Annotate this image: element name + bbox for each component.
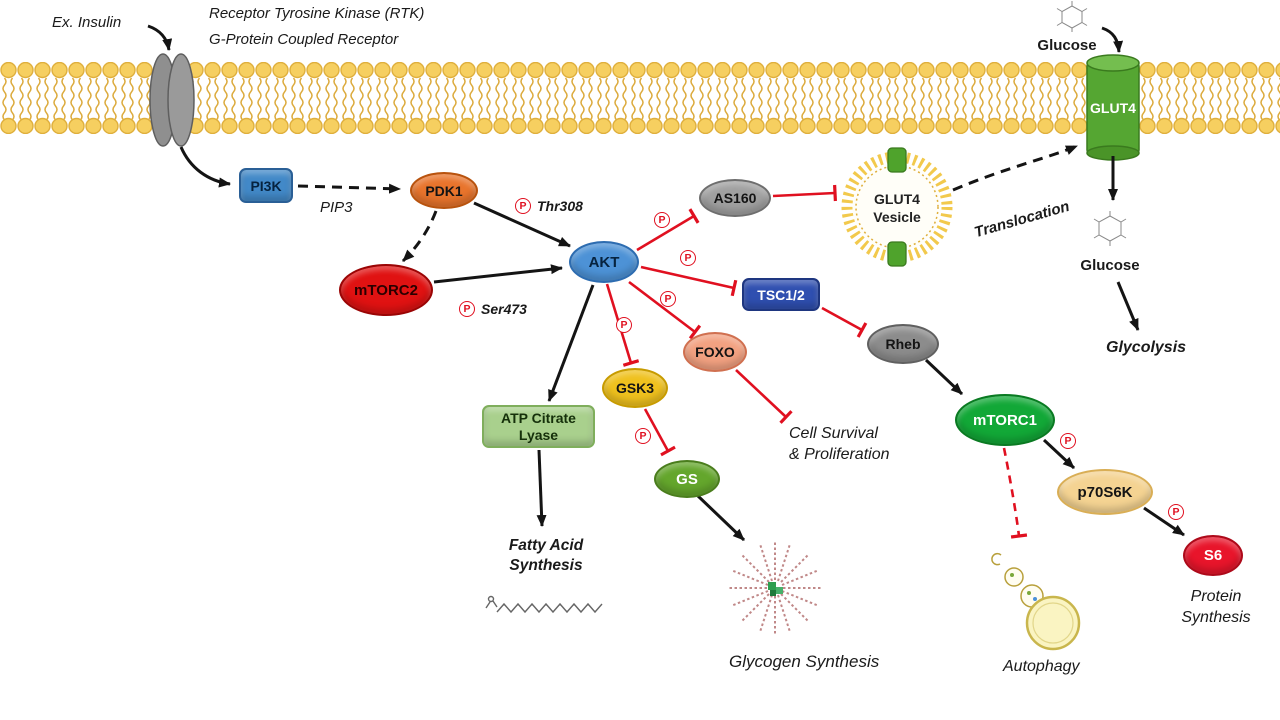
- plasma-membrane: [0, 62, 1280, 134]
- receptor-rtk-text: Receptor Tyrosine Kinase (RTK): [209, 5, 425, 22]
- phospho-p70s6k-s6-icon: P: [1168, 504, 1184, 520]
- phospho-akt-gsk3-icon: P: [616, 317, 632, 333]
- ex-insulin-label: Ex. Insulin: [52, 13, 121, 33]
- node-gsk3: GSK3: [602, 368, 668, 408]
- glut4-label-text: GLUT4: [1090, 100, 1136, 116]
- receptor-gpcr-label: G-Protein Coupled Receptor: [209, 30, 398, 50]
- activation-arrows: [147, 24, 1185, 542]
- node-acl-label-line1: ATP Citrate: [501, 410, 576, 427]
- glucose-top-label: Glucose: [1032, 36, 1102, 56]
- node-mtorc2-label: mTORC2: [354, 281, 418, 299]
- node-pdk1: PDK1: [410, 172, 478, 209]
- thr308-label: Thr308: [537, 197, 583, 215]
- protein-synthesis-line2: Synthesis: [1181, 608, 1251, 626]
- node-akt-label: AKT: [588, 253, 620, 271]
- node-gs-label: GS: [676, 470, 698, 488]
- pip3-text: PIP3: [320, 199, 353, 216]
- node-tsc12: TSC1/2: [742, 278, 820, 311]
- node-as160: AS160: [699, 179, 771, 217]
- glucose-molecule-top-icon: [1056, 1, 1088, 32]
- phospho-gsk3-gs-icon: P: [635, 428, 651, 444]
- node-pdk1-label: PDK1: [425, 182, 463, 199]
- autophagosome-icon: [991, 552, 1081, 651]
- autophagy-label: Autophagy: [1003, 657, 1080, 678]
- glut4-vesicle-label: GLUT4 Vesicle: [857, 190, 937, 226]
- node-foxo-label: FOXO: [695, 344, 735, 360]
- glucose-bottom-text: Glucose: [1080, 257, 1140, 274]
- node-gs: GS: [654, 460, 720, 498]
- node-p70s6k: p70S6K: [1057, 469, 1153, 515]
- node-gsk3-label: GSK3: [615, 380, 655, 396]
- glucose-bottom-label: Glucose: [1075, 256, 1145, 276]
- glycolysis-label: Glycolysis: [1106, 338, 1186, 359]
- autophagy-text: Autophagy: [1003, 658, 1080, 675]
- glut4-transporter-label: GLUT4: [1085, 99, 1141, 117]
- node-rheb-label: Rheb: [885, 336, 921, 352]
- node-atp-citrate-lyase: ATP Citrate Lyase: [482, 405, 595, 448]
- node-mtorc1: mTORC1: [955, 394, 1055, 446]
- protein-synthesis-line1: Protein: [1190, 588, 1242, 605]
- fatty-acid-structure-icon: [485, 595, 603, 614]
- node-mtorc2: mTORC2: [339, 264, 433, 316]
- phospho-mtorc1-p70s6k-icon: P: [1060, 433, 1076, 449]
- ex-insulin-text: Ex. Insulin: [52, 14, 122, 31]
- node-foxo: FOXO: [683, 332, 747, 372]
- glucose-top-text: Glucose: [1037, 37, 1097, 54]
- phospho-akt-tsc-icon: P: [680, 250, 696, 266]
- phospho-ser473-icon: P: [459, 301, 475, 317]
- cell-survival-line1: Cell Survival: [789, 425, 878, 442]
- ser473-label: Ser473: [481, 300, 527, 318]
- glycogen-synthesis-label: Glycogen Synthesis: [729, 651, 879, 673]
- node-p70s6k-label: p70S6K: [1077, 483, 1133, 501]
- ser473-text: Ser473: [481, 301, 527, 317]
- thr308-text: Thr308: [537, 198, 583, 214]
- node-mtorc1-label: mTORC1: [973, 411, 1037, 429]
- node-acl-label-line2: Lyase: [518, 426, 559, 443]
- glucose-molecule-bottom-icon: [1093, 211, 1127, 246]
- node-tsc12-label: TSC1/2: [757, 286, 805, 303]
- vesicle-label-line2: Vesicle: [873, 209, 921, 226]
- node-akt: AKT: [569, 241, 639, 283]
- node-as160-label: AS160: [713, 190, 757, 206]
- node-pi3k-label: PI3K: [250, 177, 282, 194]
- phospho-thr308-icon: P: [515, 198, 531, 214]
- fatty-acid-line2: Synthesis: [509, 557, 583, 575]
- receptor-rtk-label: Receptor Tyrosine Kinase (RTK): [209, 4, 424, 24]
- pip3-label: PIP3: [320, 198, 353, 218]
- cell-survival-label: Cell Survival & Proliferation: [789, 424, 890, 466]
- glycogen-structure-icon: [727, 540, 823, 636]
- glut4-transporter-icon: [1086, 54, 1140, 161]
- receptor-gpcr-text: G-Protein Coupled Receptor: [209, 31, 399, 48]
- node-s6: S6: [1183, 535, 1243, 576]
- glut4-vesicle-icon: [841, 147, 953, 267]
- phospho-akt-as160-icon: P: [654, 212, 670, 228]
- vesicle-label-line1: GLUT4: [874, 191, 920, 207]
- protein-synthesis-label: Protein Synthesis: [1170, 587, 1262, 629]
- fatty-acid-label: Fatty Acid Synthesis: [494, 536, 598, 576]
- dashed-arrows: [297, 144, 1078, 263]
- receptor-icon: [149, 53, 195, 147]
- phospho-akt-foxo-icon: P: [660, 291, 676, 307]
- fatty-acid-line1: Fatty Acid: [508, 537, 584, 554]
- glycolysis-text: Glycolysis: [1106, 339, 1187, 356]
- node-rheb: Rheb: [867, 324, 939, 364]
- cell-survival-line2: & Proliferation: [789, 445, 890, 463]
- glycogen-synthesis-text: Glycogen Synthesis: [729, 652, 880, 671]
- node-s6-label: S6: [1203, 547, 1223, 564]
- node-pi3k: PI3K: [239, 168, 293, 203]
